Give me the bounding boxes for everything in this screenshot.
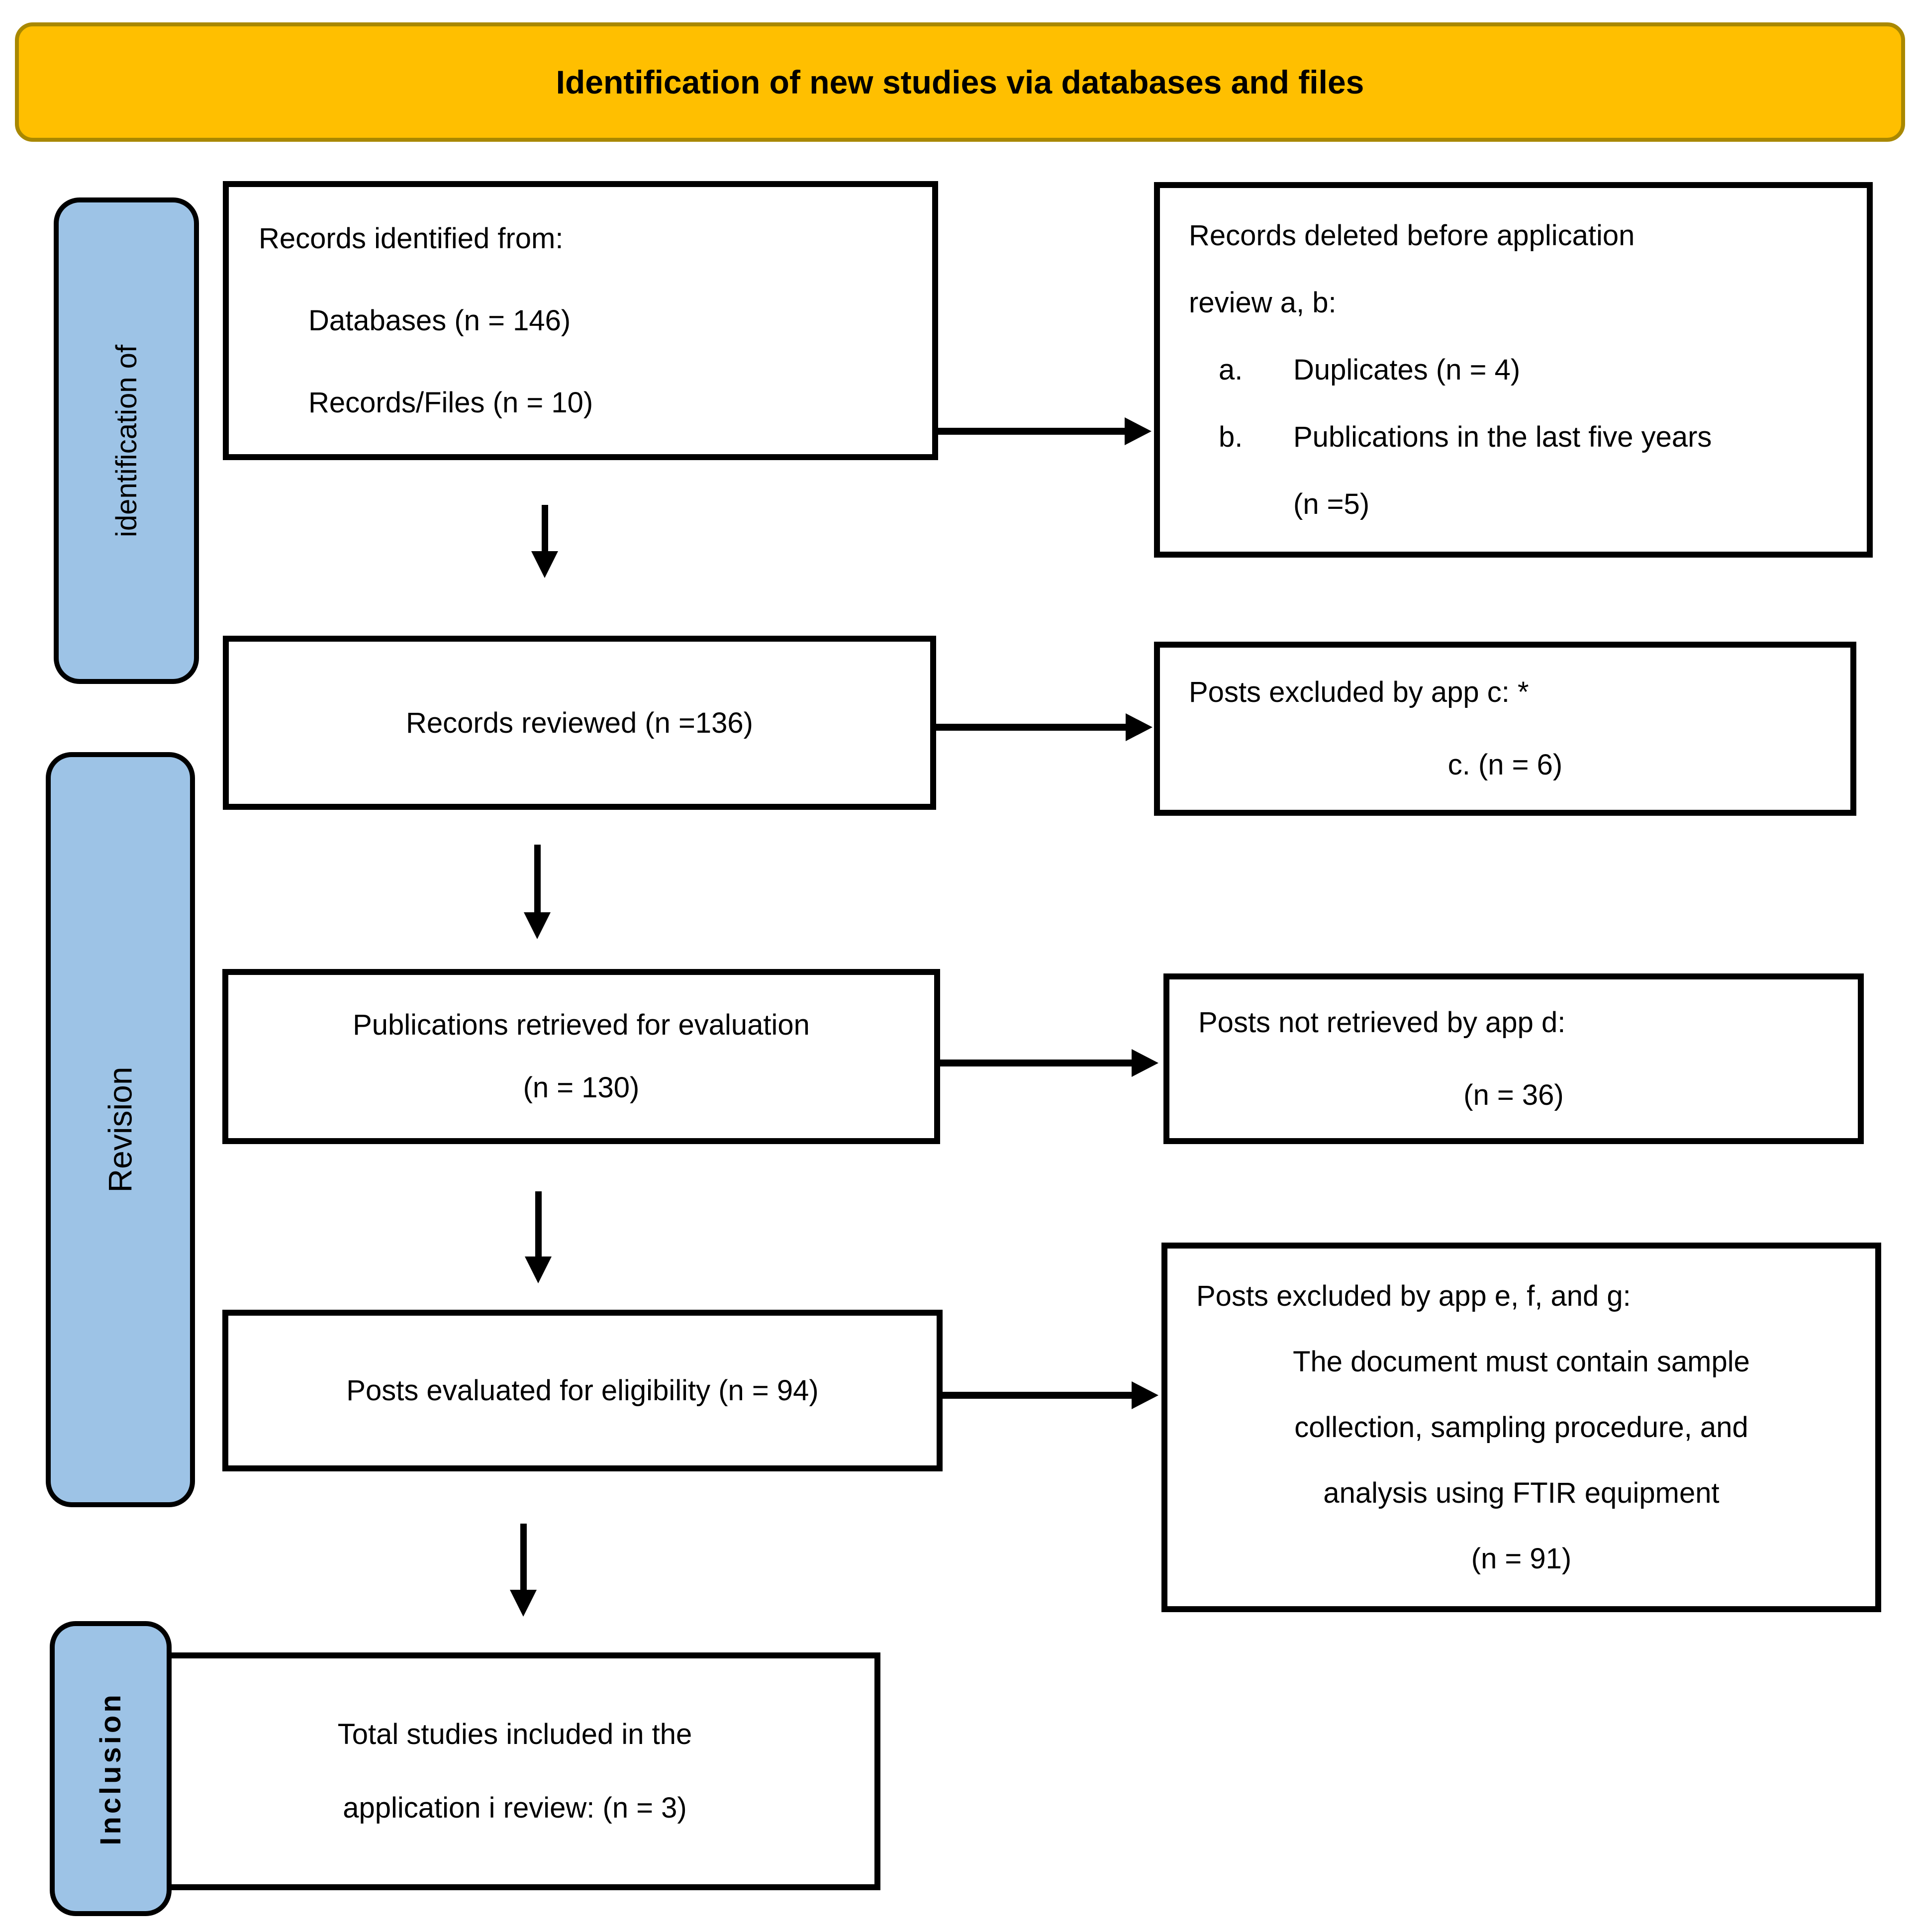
- diagram-title-banner: Identification of new studies via databa…: [15, 22, 1905, 142]
- publications-retrieved-count: (n = 130): [523, 1071, 640, 1104]
- arrow-identified-to-reviewed: [531, 505, 558, 578]
- arrow-evaluated-to-included: [510, 1524, 537, 1617]
- records-reviewed-text: Records reviewed (n =136): [406, 706, 753, 739]
- item-b-text: Publications in the last five years: [1293, 421, 1712, 453]
- posts-excluded-efg-count: (n = 91): [1471, 1542, 1572, 1575]
- flow-box-publications-retrieved: Publications retrieved for evaluation (n…: [222, 969, 940, 1144]
- stage-identification: identification of: [54, 197, 199, 684]
- publications-retrieved-text: Publications retrieved for evaluation: [353, 1009, 810, 1041]
- flow-box-posts-evaluated: Posts evaluated for eligibility (n = 94): [222, 1310, 943, 1471]
- flow-box-records-identified: Records identified from: Databases (n = …: [223, 181, 938, 460]
- arrow-retrieved-to-evaluated: [525, 1191, 552, 1283]
- records-identified-heading: Records identified from:: [259, 222, 564, 255]
- stage-identification-label: identification of: [110, 344, 143, 537]
- stage-revision-label: Revision: [101, 1066, 139, 1193]
- posts-not-retrieved-count: (n = 36): [1463, 1078, 1564, 1111]
- posts-excluded-efg-line4: analysis using FTIR equipment: [1323, 1476, 1720, 1509]
- total-included-line1: Total studies included in the: [337, 1718, 692, 1750]
- records-deleted-item-b-count: (n =5): [1293, 488, 1370, 520]
- flow-box-total-included: Total studies included in the applicatio…: [149, 1652, 880, 1890]
- item-a-text: Duplicates (n = 4): [1293, 354, 1521, 386]
- stage-inclusion-label: Inclusion: [95, 1692, 127, 1845]
- diagram-title: Identification of new studies via databa…: [556, 64, 1364, 100]
- total-included-line2: application i review: (n = 3): [343, 1792, 687, 1824]
- arrow-reviewed-to-excluded-c: [928, 713, 1153, 741]
- posts-excluded-c-count: c. (n = 6): [1447, 749, 1563, 781]
- posts-evaluated-text: Posts evaluated for eligibility (n = 94): [346, 1374, 819, 1407]
- item-a-marker: a.: [1219, 354, 1243, 386]
- flow-box-records-reviewed: Records reviewed (n =136): [223, 636, 936, 810]
- exclusion-box-posts-excluded-c: Posts excluded by app c: * c. (n = 6): [1154, 642, 1856, 816]
- posts-excluded-efg-line2: The document must contain sample: [1293, 1345, 1750, 1378]
- records-deleted-item-a: a. Duplicates (n = 4): [1160, 336, 1867, 403]
- exclusion-box-posts-not-retrieved: Posts not retrieved by app d: (n = 36): [1163, 973, 1864, 1144]
- arrow-retrieved-to-not-retrieved: [933, 1049, 1158, 1077]
- records-deleted-line1: Records deleted before application: [1189, 219, 1635, 252]
- arrow-identified-to-deleted: [938, 417, 1152, 445]
- posts-excluded-c-line1: Posts excluded by app c: *: [1189, 676, 1529, 708]
- exclusion-box-records-deleted: Records deleted before application revie…: [1154, 182, 1873, 558]
- records-identified-databases: Databases (n = 146): [308, 304, 571, 337]
- posts-excluded-efg-line3: collection, sampling procedure, and: [1294, 1411, 1748, 1444]
- stage-inclusion: Inclusion: [50, 1621, 172, 1916]
- item-b-marker: b.: [1219, 421, 1243, 453]
- records-identified-files: Records/Files (n = 10): [308, 386, 593, 419]
- stage-revision: Revision: [46, 752, 195, 1507]
- records-deleted-item-b: b. Publications in the last five years: [1160, 403, 1867, 471]
- arrow-reviewed-to-retrieved: [524, 845, 551, 939]
- posts-not-retrieved-line1: Posts not retrieved by app d:: [1198, 1006, 1566, 1039]
- arrow-evaluated-to-excluded-efg: [943, 1381, 1158, 1409]
- records-deleted-line2: review a, b:: [1189, 287, 1337, 319]
- exclusion-box-posts-excluded-efg: Posts excluded by app e, f, and g: The d…: [1161, 1243, 1881, 1612]
- posts-excluded-efg-line1: Posts excluded by app e, f, and g:: [1196, 1279, 1631, 1312]
